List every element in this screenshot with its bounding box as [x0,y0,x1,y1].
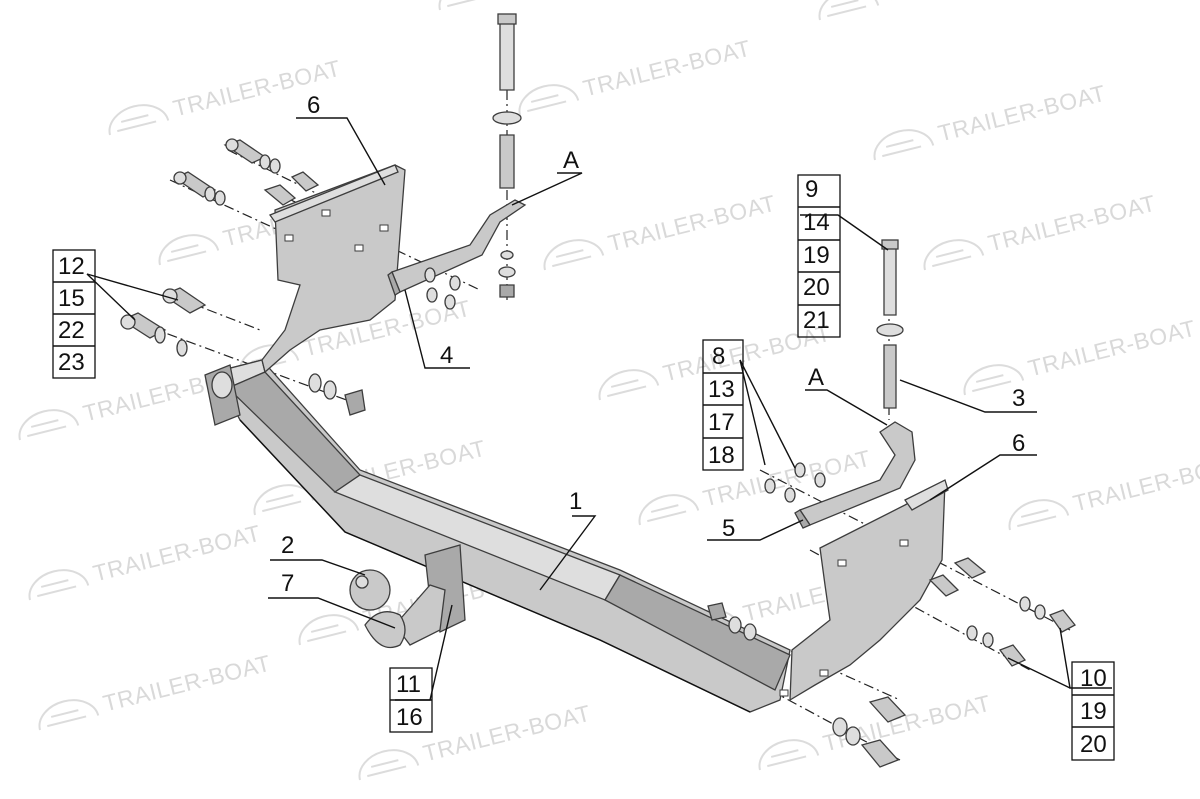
watermark-stamp: TRAILER-BOAT [28,520,263,601]
part-number-20: 20 [803,274,830,301]
watermark-boat-icon [758,739,820,771]
right-bent-bracket [794,421,916,529]
watermark-text: TRAILER-BOAT [935,80,1108,147]
part-number-19b: 19 [1080,698,1107,725]
watermark-boat-icon [28,569,90,601]
watermark-text: TRAILER-BOAT [1025,315,1198,382]
callout-2: 2 [281,532,294,559]
watermark-text: TRAILER-BOAT [100,650,273,717]
watermark-boat-icon [873,129,935,161]
part-number-18: 18 [708,442,735,469]
main-crossbeam [213,359,791,713]
callout-3: 3 [1012,385,1025,412]
bolt-left-1 [223,138,267,164]
watermark-boat-icon [818,0,880,21]
bolt-hardware-center [424,13,522,310]
callout-1: 1 [569,488,582,515]
part-number-20b: 20 [1080,731,1107,758]
table-8-13-17-18: 8 13 17 18 [702,339,744,471]
watermark-boat-icon [38,699,100,731]
crossbeam-left-cap [204,364,241,426]
watermark-boat-icon [518,84,580,116]
watermark-stamp: TRAILER-BOAT [438,0,500,11]
watermark-text: TRAILER-BOAT [605,190,778,257]
watermark-stamp: TRAILER-BOAT [38,650,273,731]
watermark-boat-icon [543,239,605,271]
part-number-19: 19 [803,242,830,269]
watermark-stamp: TRAILER-BOAT [963,315,1198,396]
callout-a-right: A [808,364,824,391]
left-bracket-plate [261,164,406,374]
part-number-10: 10 [1080,665,1107,692]
watermark-stamp: TRAILER-BOAT [543,190,778,271]
part-number-9: 9 [805,176,818,203]
watermark-boat-icon [638,494,700,526]
callout-4: 4 [440,342,453,369]
right-bracket-plate [779,479,949,702]
bolt-10 [1048,609,1076,633]
bolt-hardware-right [707,462,1076,768]
watermark-text: TRAILER-BOAT [420,700,593,767]
watermark-text: TRAILER-BOAT [880,0,1053,6]
bolt-15 [120,312,167,339]
watermark-stamp: TRAILER-BOAT [818,0,1053,21]
watermark-text: TRAILER-BOAT [90,520,263,587]
part-number-15: 15 [58,285,85,312]
part-number-11: 11 [396,671,421,698]
watermark-boat-icon [598,369,660,401]
part-number-21: 21 [803,307,830,334]
watermark-text: TRAILER-BOAT [1070,450,1200,517]
part-number-8: 8 [712,343,725,370]
part-number-14: 14 [803,209,830,236]
table-10-19-20: 10 19 20 [1071,661,1115,761]
callout-labels: 6 A 4 A 3 6 1 5 2 7 [281,92,1025,597]
watermark-boat-icon [298,614,360,646]
table-9-14-19-20-21: 9 14 19 20 21 [797,174,841,338]
watermark-boat-icon [358,749,420,781]
watermark-stamp: TRAILER-BOAT [638,445,873,526]
leader-lines [86,117,1112,701]
part-number-16: 16 [396,704,423,731]
callout-7: 7 [281,570,294,597]
callout-6-right: 6 [1012,430,1025,457]
part-number-22: 22 [58,317,85,344]
watermark-boat-icon [158,234,220,266]
watermark-boat-icon [18,409,80,441]
bolt-hardware-right-vertical [876,239,904,409]
bolt-12 [161,287,207,314]
part-number-12: 12 [58,253,85,280]
part-number-17: 17 [708,409,735,436]
callout-5: 5 [722,515,735,542]
watermark-boat-icon [438,0,500,11]
watermark-boat-icon [1008,499,1070,531]
watermark-boat-icon [108,104,170,136]
callout-a-left: A [563,147,579,174]
watermark-text: TRAILER-BOAT [985,190,1158,257]
watermark-boat-icon [923,239,985,271]
watermark-text: TRAILER-BOAT [580,35,753,102]
bolts-left-upper [173,138,320,206]
callout-6-left: 6 [307,92,320,119]
part-number-13: 13 [708,376,735,403]
table-11-16: 11 16 [389,667,433,733]
watermark-stamp: TRAILER-BOAT [1008,450,1200,531]
watermark-boat-icon [963,364,1025,396]
bolts-left-lower [120,287,366,416]
part-number-23: 23 [58,349,85,376]
watermark-stamp: TRAILER-BOAT [923,190,1158,271]
table-12-15-22-23: 12 15 22 23 [52,249,96,379]
watermark-stamp: TRAILER-BOAT [518,35,753,116]
watermark-stamp: TRAILER-BOAT [873,80,1108,161]
